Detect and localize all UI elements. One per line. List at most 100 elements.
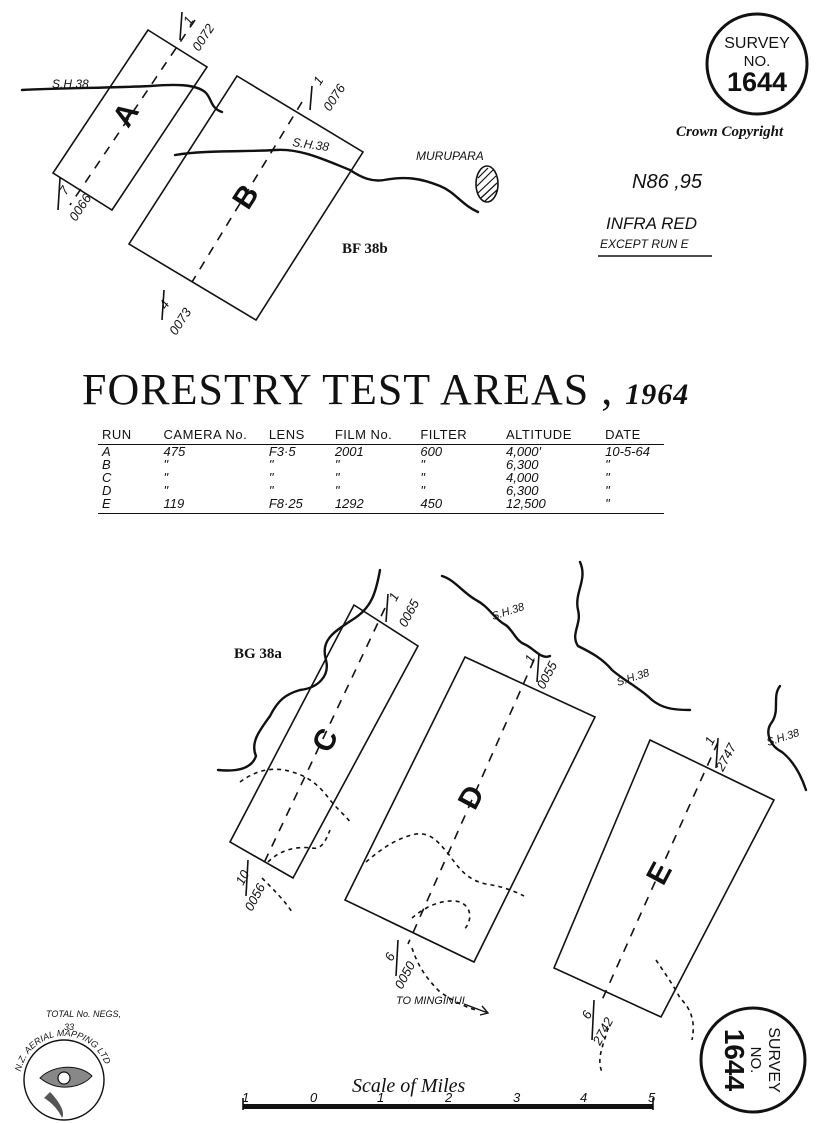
scale-tick-6: 5 [648,1090,656,1105]
cell-camera: " [163,470,169,485]
state-highway-lower-b [573,560,692,712]
scale-tick-1: 0 [310,1090,318,1105]
state-highway-lower-a [440,574,552,658]
map-sheet-upper: BF 38b [342,241,388,257]
title-main: FORESTRY TEST AREAS [82,365,590,414]
cell-filter: 600 [420,444,443,459]
run-b-start-run: 4 [156,297,173,311]
total-negs-value: 33 [64,1022,74,1032]
run-d-start-run: 6 [381,949,398,963]
cell-date: " [605,470,610,485]
cell-filter: 450 [416,497,502,514]
scale-tick-5: 4 [580,1090,587,1105]
cell-film: " [334,470,340,485]
run-d-end-frame: 0055 [533,658,560,691]
track-e [599,959,695,1073]
cell-filter: " [420,483,425,498]
cell-run: E [98,497,160,514]
run-table: RUN CAMERA No. LENS FILM No. FILTER ALTI… [98,424,664,514]
svg-text:N.Z. AERIAL MAPPING LTD: N.Z. AERIAL MAPPING LTD [13,1028,113,1072]
page-title: FORESTRY TEST AREAS , 1964 [82,364,722,415]
cell-lens: " [268,457,274,472]
col-header-filter: FILTER [416,424,502,445]
cell-altitude: 4,000 [505,470,539,485]
table-row: B " " " " 6,300 " [98,458,664,471]
run-e-strip: E 1 2747 6 2742 [552,734,776,1048]
run-d-start-frame: 0050 [391,958,418,991]
cell-camera: " [163,483,169,498]
run-e-end-run: 1 [701,734,718,747]
cell-film: " [334,483,340,498]
cell-run: A [102,444,111,459]
track-c [239,768,351,913]
table-row: E 119 F8·25 1292 450 12,500 " [98,497,664,514]
svg-text:1644: 1644 [719,1029,750,1092]
cell-run: C [102,470,112,485]
run-c-strip: C 1 0065 10 0056 [228,590,423,913]
cell-altitude: 6,300 [505,457,539,472]
cell-camera: 119 [159,497,265,514]
col-header-run: RUN [98,424,160,445]
cell-lens: F8·25 [264,497,331,514]
road-label-sh38-c: S.H.38 [490,601,527,623]
cell-date: 10-5-64 [605,444,650,459]
title-year: 1964 [625,378,690,411]
cell-date: " [601,497,664,514]
road-label-sh38-a: S.H.38 [52,77,89,91]
table-row: A 475 F3·5 2001 600 4,000' 10-5-64 [98,445,664,459]
svg-text:SURVEY: SURVEY [724,35,790,52]
run-a-strip: A 1 0072 7 0066 [51,11,218,224]
cell-filter: " [420,457,425,472]
run-b-strip: B 1 0076 4 0073 [127,73,365,338]
run-b-end-frame: 0076 [320,81,349,114]
cell-altitude: 6,300 [505,483,539,498]
run-letter-c: C [306,723,345,758]
cell-date: " [605,457,610,472]
road-label-sh38-b: S.H.38 [292,135,331,154]
murupara-township [475,165,499,203]
col-header-date: DATE [601,424,664,445]
run-letter-d: D [452,780,491,815]
scale-title: Scale of Miles [352,1075,466,1097]
run-b-end-run: 1 [310,73,327,87]
title-separator: , [589,365,614,414]
col-header-lens: LENS [264,424,331,445]
cell-altitude: 12,500 [501,497,602,514]
svg-text:NO.: NO. [744,53,771,70]
cell-camera: 475 [163,444,186,459]
cell-filter: " [420,470,425,485]
place-murupara: MURUPARA [416,149,484,163]
river-left [216,568,382,772]
cell-altitude: 4,000' [505,444,541,459]
scale-tick-2: 1 [377,1090,384,1105]
svg-text:NO.: NO. [747,1047,764,1074]
cell-film: 2001 [334,444,364,459]
survey-stamp-top: SURVEY NO. 1644 [705,12,809,116]
run-d-strip: D 1 0055 6 0050 [343,652,597,991]
place-to-minginui: TO MINGINUI [396,995,465,1007]
col-header-altitude: ALTITUDE [501,424,602,445]
sheet-reference: N86 ,95 [632,171,703,193]
survey-stamp-bottom: SURVEY NO. 1644 [699,1006,807,1114]
cell-lens: F3·5 [268,444,296,459]
table-row: D " " " " 6,300 " [98,484,664,497]
table-row: C " " " " 4,000 " [98,471,664,484]
minginui-arrow [463,1003,490,1016]
run-c-start-run: 10 [232,867,252,887]
cell-run: D [102,483,112,498]
map-sheet-lower: BG 38a [234,646,282,662]
cell-camera: " [163,457,169,472]
nz-aerial-mapping-logo: N.Z. AERIAL MAPPING LTD [13,1028,113,1121]
cell-film: " [334,457,340,472]
run-d-end-run: 1 [521,652,538,665]
film-note-line1: INFRA RED [606,214,697,233]
run-letter-b: B [226,179,265,215]
scale-tick-4: 3 [513,1090,521,1105]
film-note-line2: EXCEPT RUN E [600,237,690,251]
total-negs-label: TOTAL No. NEGS, [46,1009,121,1019]
svg-text:SURVEY: SURVEY [765,1027,782,1093]
table-header-row: RUN CAMERA No. LENS FILM No. FILTER ALTI… [98,424,664,445]
crown-copyright: Crown Copyright [676,124,784,140]
cell-film: 1292 [330,497,417,514]
